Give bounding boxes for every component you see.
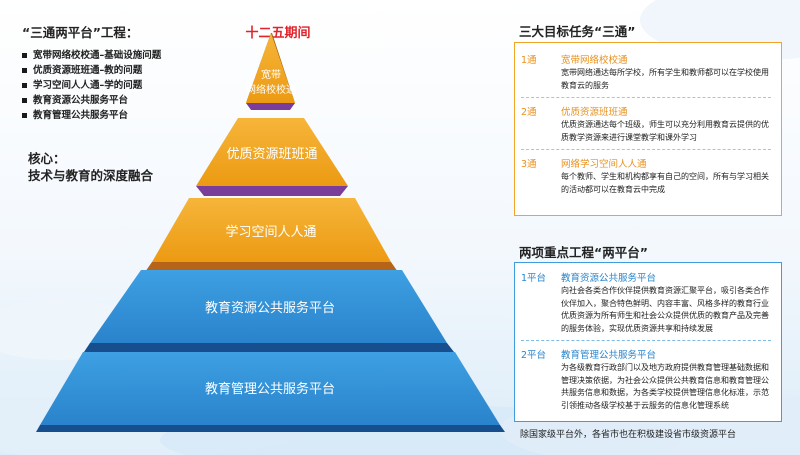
item-desc: 为各级教育行政部门以及地方政府提供教育管理基础数据和管理决策依据，为社会公众提供… — [561, 363, 769, 410]
three-goals-heading: 三大目标任务“三通” — [519, 24, 636, 39]
divider — [521, 97, 771, 98]
list-item: 教育管理公共服务平台 — [22, 108, 237, 123]
pyramid-tier-3 — [152, 198, 391, 262]
intro-list: 宽带网络校校通–基础设施问题 优质资源班班通–教的问题 学习空间人人通–学的问题… — [22, 48, 237, 123]
core-label: 核心： — [28, 151, 66, 166]
item-tag: 1通 — [521, 55, 537, 66]
item-desc: 每个教师、学生和机构都享有自己的空间，所有与学习相关的活动都可以在教育云中完成 — [561, 172, 769, 194]
item-desc: 宽带网络通达每所学校，所有学生和教师都可以在学校使用教育云的服务 — [561, 68, 769, 90]
core-text: 技术与教育的深度融合 — [28, 168, 154, 183]
pyramid-tier-5-label: 教育管理公共服务平台 — [205, 381, 335, 397]
list-item: 2平台 教育管理公共服务平台 为各级教育行政部门以及地方政府提供教育管理基础数据和… — [521, 346, 771, 412]
item-tag: 2通 — [521, 107, 537, 118]
list-item: 学习空间人人通–学的问题 — [22, 78, 237, 93]
list-item: 优质资源班班通–教的问题 — [22, 63, 237, 78]
list-item: 教育资源公共服务平台 — [22, 93, 237, 108]
pyramid-tier-1-label-line-1: 宽带 — [261, 68, 281, 81]
item-desc: 向社会各类合作伙伴提供教育资源汇聚平台，吸引各类合作伙伴加入，聚合特色鲜明、内容… — [561, 286, 769, 333]
list-item: 3通 网络学习空间人人通 每个教师、学生和机构都享有自己的空间，所有与学习相关的活… — [521, 155, 771, 196]
square-bullet-icon — [22, 53, 27, 58]
item-desc: 优质资源通达每个班级，师生可以充分利用教育云提供的优质教学资源来进行课堂教学和课… — [561, 120, 769, 142]
divider — [521, 149, 771, 150]
item-tag: 1平台 — [521, 273, 547, 284]
item-name: 网络学习空间人人通 — [561, 159, 647, 170]
pyramid-tier-2-label: 优质资源班班通 — [226, 147, 317, 162]
core-statement: 核心： 技术与教育的深度融合 — [28, 150, 153, 184]
square-bullet-icon — [22, 68, 27, 73]
two-platforms-heading: 两项重点工程“两平台” — [519, 245, 648, 260]
footnote: 除国家级平台外，各省市也在积极建设省市级资源平台 — [520, 430, 737, 440]
divider — [521, 340, 771, 341]
intro-section: “三通两平台”工程： 宽带网络校校通–基础设施问题 优质资源班班通–教的问题 学… — [22, 22, 237, 123]
intro-title: “三通两平台”工程： — [22, 25, 139, 40]
square-bullet-icon — [22, 83, 27, 88]
pyramid-tier-5 — [40, 352, 500, 425]
pyramid-tier-4-label: 教育资源公共服务平台 — [205, 300, 335, 316]
square-bullet-icon — [22, 113, 27, 118]
item-name: 优质资源班班通 — [561, 107, 628, 118]
list-item: 2通 优质资源班班通 优质资源通达每个班级，师生可以充分利用教育云提供的优质教学资… — [521, 103, 771, 144]
list-item: 宽带网络校校通–基础设施问题 — [22, 48, 237, 63]
two-platforms-panel: 1平台 教育资源公共服务平台 向社会各类合作伙伴提供教育资源汇聚平台，吸引各类合作… — [514, 262, 782, 422]
pyramid-tier-1-label-line-2: 网络校校通 — [246, 83, 296, 96]
three-goals-panel: 1通 宽带网络校校通 宽带网络通达每所学校，所有学生和教师都可以在学校使用教育云的… — [514, 42, 782, 216]
item-name: 教育资源公共服务平台 — [561, 273, 657, 284]
item-tag: 2平台 — [521, 350, 547, 361]
item-name: 宽带网络校校通 — [561, 55, 628, 66]
pyramid-tier-3-label: 学习空间人人通 — [225, 224, 316, 240]
pyramid-tier-1 — [246, 33, 295, 103]
item-name: 教育管理公共服务平台 — [561, 350, 657, 361]
item-tag: 3通 — [521, 159, 537, 170]
list-item: 1通 宽带网络校校通 宽带网络通达每所学校，所有学生和教师都可以在学校使用教育云的… — [521, 51, 771, 92]
list-item: 1平台 教育资源公共服务平台 向社会各类合作伙伴提供教育资源汇聚平台，吸引各类合作… — [521, 269, 771, 335]
pyramid-tier-4 — [90, 270, 447, 343]
period-label: 十二五期间 — [245, 26, 311, 41]
square-bullet-icon — [22, 98, 27, 103]
pyramid-tier-2 — [196, 118, 348, 186]
